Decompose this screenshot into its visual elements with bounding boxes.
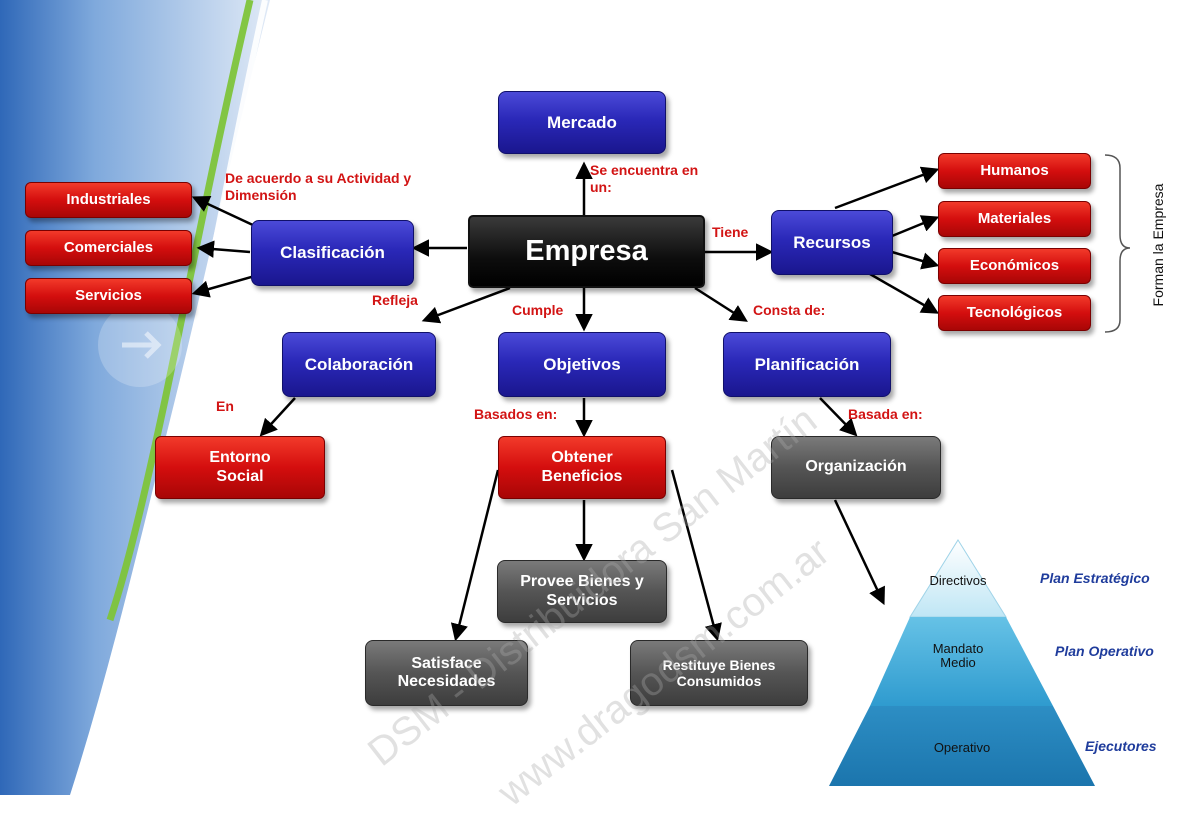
category-comerciales[interactable]: Comerciales <box>25 230 192 266</box>
resource-materiales[interactable]: Materiales <box>938 201 1091 237</box>
category-servicios[interactable]: Servicios <box>25 278 192 314</box>
label-basada: Basada en: <box>848 406 923 422</box>
colaboracion-node[interactable]: Colaboración <box>282 332 436 397</box>
label-acuerdo: De acuerdo a su Actividad y Dimensión <box>225 170 412 203</box>
planificacion-node[interactable]: Planificación <box>723 332 891 397</box>
label-consta: Consta de: <box>753 302 826 318</box>
resource-economicos[interactable]: Económicos <box>938 248 1091 284</box>
pyramid-level-directivos: Directivos <box>929 573 987 588</box>
category-industriales[interactable]: Industriales <box>25 182 192 218</box>
plan-estrategico: Plan Estratégico <box>1040 570 1150 586</box>
clasificacion-node[interactable]: Clasificación <box>251 220 414 286</box>
label-encuentra: Se encuentra en un: <box>590 162 699 195</box>
label-cumple: Cumple <box>512 302 564 318</box>
provee-node[interactable]: Provee Bienes y Servicios <box>497 560 667 623</box>
mercado-node[interactable]: Mercado <box>498 91 666 154</box>
objetivos-node[interactable]: Objetivos <box>498 332 666 397</box>
forman-empresa-label-wrap: Forman la Empresa <box>1147 150 1169 340</box>
label-basados: Basados en: <box>474 406 558 422</box>
restituye-node[interactable]: Restituye Bienes Consumidos <box>630 640 808 706</box>
brace <box>1104 154 1131 333</box>
label-tiene: Tiene <box>712 224 749 240</box>
pyramid-level-operativo: Operativo <box>933 740 991 755</box>
plan-operativo: Plan Operativo <box>1055 643 1154 659</box>
label-en: En <box>216 398 234 414</box>
resource-tecnologicos[interactable]: Tecnológicos <box>938 295 1091 331</box>
recursos-node[interactable]: Recursos <box>771 210 893 275</box>
pyramid-level-mandato: Mandato Medio <box>932 641 984 671</box>
forman-empresa-label: Forman la Empresa <box>1150 183 1166 307</box>
pyramid <box>829 539 1095 786</box>
connector-arrows <box>191 161 940 642</box>
satisface-node[interactable]: Satisface Necesidades <box>365 640 528 706</box>
entorno-social-node[interactable]: Entorno Social <box>155 436 325 499</box>
empresa-node[interactable]: Empresa <box>468 215 705 288</box>
plan-ejecutores: Ejecutores <box>1085 738 1157 754</box>
organizacion-node[interactable]: Organización <box>771 436 941 499</box>
obtener-beneficios-node[interactable]: Obtener Beneficios <box>498 436 666 499</box>
label-refleja: Refleja <box>372 292 418 308</box>
resource-humanos[interactable]: Humanos <box>938 153 1091 189</box>
